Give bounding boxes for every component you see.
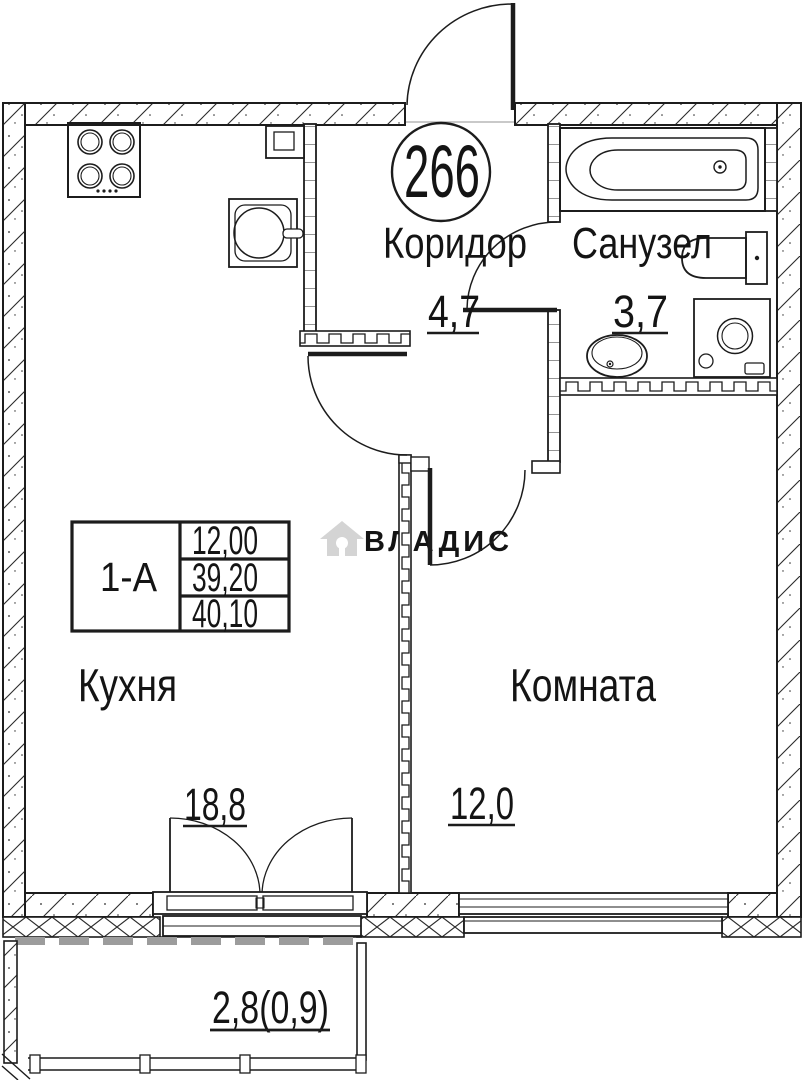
apartment-number-badge: 266: [390, 121, 492, 223]
table-value-1: 39,20: [192, 556, 258, 600]
table-value-2: 40,10: [192, 592, 258, 636]
kitchen-area: 18,8: [184, 779, 246, 830]
bathroom-label: Санузел: [572, 219, 712, 268]
balcony-french-door: [152, 817, 368, 938]
apartment-number: 266: [404, 130, 480, 213]
wall-bathroom-bottom: [559, 377, 778, 396]
balcony: [1, 937, 367, 1080]
room-door-jamb: [410, 456, 430, 472]
wall-bathroom-bottom-hatch: [560, 381, 777, 392]
wall-kitchen-room-hatch: [401, 456, 410, 893]
bathtub-icon: [559, 127, 766, 212]
balcony-glazing: [28, 1057, 366, 1071]
wall-kitchen-room-cap: [398, 454, 412, 464]
wall-bottom-mid: [366, 892, 460, 918]
watermark-house-slot: [339, 546, 345, 556]
kitchen-door-swing: [307, 355, 408, 456]
watermark: ВЛАДИС: [320, 521, 513, 558]
wall-kitchen-corridor: [303, 123, 317, 337]
balcony-corner: [1, 1053, 31, 1080]
room-labels: Коридор 4,7 Санузел 3,7 Кухня 18,8 Комна…: [78, 219, 712, 1033]
wall-right: [776, 102, 802, 918]
vent-shaft: [265, 125, 305, 159]
xwall-right: [721, 916, 802, 938]
plan-type: 1-А: [100, 554, 158, 600]
balcony-area: 2,8(0,9): [212, 982, 329, 1033]
wall-kitchen-entry: [299, 330, 411, 347]
xwall-left: [2, 916, 161, 938]
wall-top-kitchen: [24, 102, 406, 126]
wall-left: [2, 102, 26, 918]
room-door-swing: [429, 469, 526, 566]
wall-bathtub-column: [764, 127, 778, 212]
toilet-icon: [681, 231, 768, 285]
wall-bathroom-left-upper: [547, 123, 561, 223]
wall-bathroom-foot: [531, 460, 561, 474]
corridor-area: 4,7: [428, 286, 480, 337]
vent-shaft-inner: [273, 131, 295, 151]
entrance-door: [406, 3, 516, 123]
balcony-wall-left: [3, 940, 18, 1064]
entrance-door-swing: [406, 3, 513, 106]
table-value-0: 12,00: [192, 519, 258, 563]
outer-wall-insulation: [2, 916, 802, 938]
partitions: [265, 123, 778, 894]
stove-icon: [67, 122, 141, 198]
bathroom-door-swing: [466, 221, 558, 310]
balcony-wall-right: [356, 942, 367, 1061]
kitchen-label: Кухня: [78, 659, 177, 711]
room-window: [458, 892, 729, 934]
wall-bottom-left: [24, 892, 154, 918]
outer-walls: [2, 102, 802, 918]
wall-kitchen-entry-hatch: [300, 333, 410, 344]
info-table: 1-А 12,00 39,20 40,10: [70, 519, 291, 636]
room-area: 12,0: [450, 778, 514, 829]
bathroom-area: 3,7: [613, 286, 668, 337]
apartment-number-circle: [390, 121, 492, 223]
watermark-text: ВЛАДИС: [364, 526, 513, 558]
interior-doors: [307, 221, 558, 566]
kitchen-sink-icon: [228, 198, 304, 268]
wall-top-bathroom: [514, 102, 778, 126]
washing-machine-icon: [693, 298, 771, 378]
corridor-label: Коридор: [383, 219, 527, 268]
wall-bathroom-left-lower: [547, 309, 561, 463]
xwall-mid: [356, 916, 465, 938]
wall-bottom-right: [727, 892, 778, 918]
room-label: Комната: [510, 659, 656, 711]
bathroom-sink-icon: [586, 334, 648, 378]
